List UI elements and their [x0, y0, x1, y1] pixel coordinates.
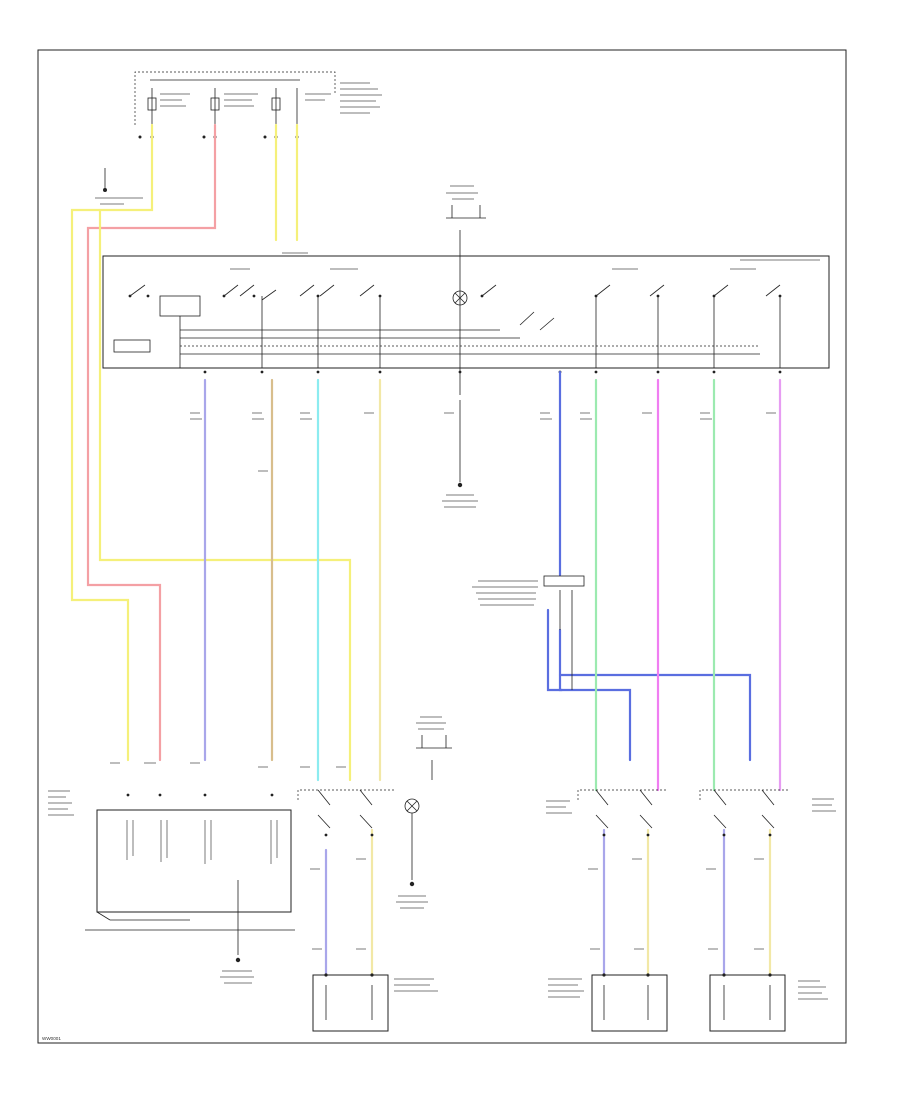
illumination-lamp — [452, 290, 468, 306]
wire-yellow-passenger — [98, 208, 352, 782]
passenger-window-motor — [312, 973, 438, 1032]
left-rear-door-window-switch — [546, 789, 668, 837]
fuse-right — [271, 88, 281, 125]
wire-tags — [110, 412, 776, 950]
wire-pink — [86, 123, 217, 762]
driver-master-window-switch — [102, 252, 830, 374]
top-ground-point — [442, 185, 486, 508]
splice-pack — [472, 575, 585, 690]
wire-yellow-left — [70, 123, 154, 762]
diagram-border — [37, 49, 847, 1044]
underhood-fuse-block — [134, 71, 382, 139]
left-rear-window-switch — [594, 284, 665, 368]
body-control-module — [48, 790, 295, 984]
driver-window-switch — [222, 284, 277, 368]
fuse-middle — [210, 88, 220, 125]
right-rear-window-switch — [712, 284, 782, 368]
power-distribution-ground — [95, 168, 143, 205]
lockout-switch — [113, 284, 151, 353]
right-rear-door-window-switch — [699, 789, 836, 837]
fuse-left — [147, 88, 157, 125]
diagram-code: WW0001 — [42, 1036, 61, 1041]
wire-blue-right — [558, 673, 752, 762]
express-down-module — [159, 295, 201, 368]
express-switch — [480, 284, 555, 331]
passenger-window-switch — [299, 284, 382, 368]
right-rear-window-motor — [709, 973, 828, 1032]
wires — [70, 123, 782, 977]
left-rear-window-motor — [548, 973, 668, 1032]
passenger-door-window-switch — [297, 716, 452, 909]
